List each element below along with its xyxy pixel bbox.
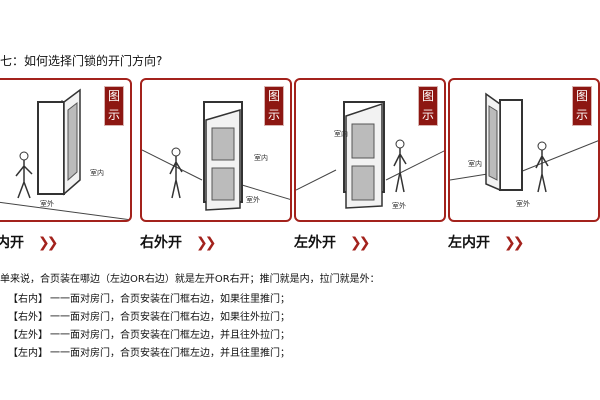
caption-text: 左内开	[448, 235, 490, 251]
label-outside: 室外	[40, 199, 54, 208]
caption-text: 内开	[0, 235, 24, 251]
caption-2: 右外开 ❯❯	[140, 232, 217, 252]
chevron-right-icon: ❯❯	[196, 235, 217, 251]
rule-text: 一一面对房门，合页安装在门框左边，并且往里推门；	[50, 348, 290, 359]
door-diagram-panel-3: 室内 室外 图示	[294, 78, 446, 222]
page-heading: 七：如何选择门锁的开门方向?	[0, 54, 163, 68]
chevron-right-icon: ❯❯	[38, 235, 59, 251]
door-illustration: 室内 室外	[450, 92, 598, 208]
label-outside: 室外	[392, 201, 406, 210]
caption-4: 左内开 ❯❯	[448, 232, 525, 252]
diagram-badge: 图示	[418, 86, 438, 126]
door-illustration: 室内 室外	[296, 101, 444, 210]
chevron-right-icon: ❯❯	[504, 235, 525, 251]
caption-1: 内开 ❯❯	[0, 232, 59, 252]
door-illustration: 室内 室外	[0, 88, 130, 220]
rule-tag: 【右内】	[8, 294, 48, 305]
rule-tag: 【左外】	[8, 330, 48, 341]
door-illustration: 室内 室外	[142, 101, 290, 211]
caption-text: 右外开	[140, 235, 182, 251]
caption-text: 左外开	[294, 235, 336, 251]
label-inside: 室内	[468, 159, 482, 168]
label-inside: 室内	[90, 168, 104, 177]
door-diagram-panel-4: 室内 室外 图示	[448, 78, 600, 222]
chevron-right-icon: ❯❯	[350, 235, 371, 251]
rule-text: 一一面对房门，合页安装在门框右边，如果往外拉门；	[50, 312, 290, 323]
label-inside: 室内	[254, 153, 268, 162]
diagram-badge: 图示	[104, 86, 124, 126]
door-diagram-panel-2: 室内 室外 图示	[140, 78, 292, 222]
door-diagram-panel-1: 室内 室外 图示	[0, 78, 132, 222]
rule-line: 【左内】一一面对房门，合页安装在门框左边，并且往里推门；	[8, 344, 290, 359]
label-outside: 室外	[516, 199, 530, 208]
label-outside: 室外	[246, 195, 260, 204]
intro-text: 单来说，合页装在哪边（左边OR右边）就是左开OR右开；推门就是内，拉门就是外：	[0, 274, 380, 285]
diagram-badge: 图示	[264, 86, 284, 126]
rule-tag: 【左内】	[8, 348, 48, 359]
rule-text: 一一面对房门，合页安装在门框右边，如果往里推门；	[50, 294, 290, 305]
rule-line: 【右内】一一面对房门，合页安装在门框右边，如果往里推门；	[8, 290, 290, 305]
caption-3: 左外开 ❯❯	[294, 232, 371, 252]
diagram-badge: 图示	[572, 86, 592, 126]
label-inside: 室内	[334, 129, 348, 138]
rule-line: 【右外】一一面对房门，合页安装在门框右边，如果往外拉门；	[8, 308, 290, 323]
rule-tag: 【右外】	[8, 312, 48, 323]
rule-text: 一一面对房门，合页安装在门框左边，并且往外拉门；	[50, 330, 290, 341]
rule-line: 【左外】一一面对房门，合页安装在门框左边，并且往外拉门；	[8, 326, 290, 341]
